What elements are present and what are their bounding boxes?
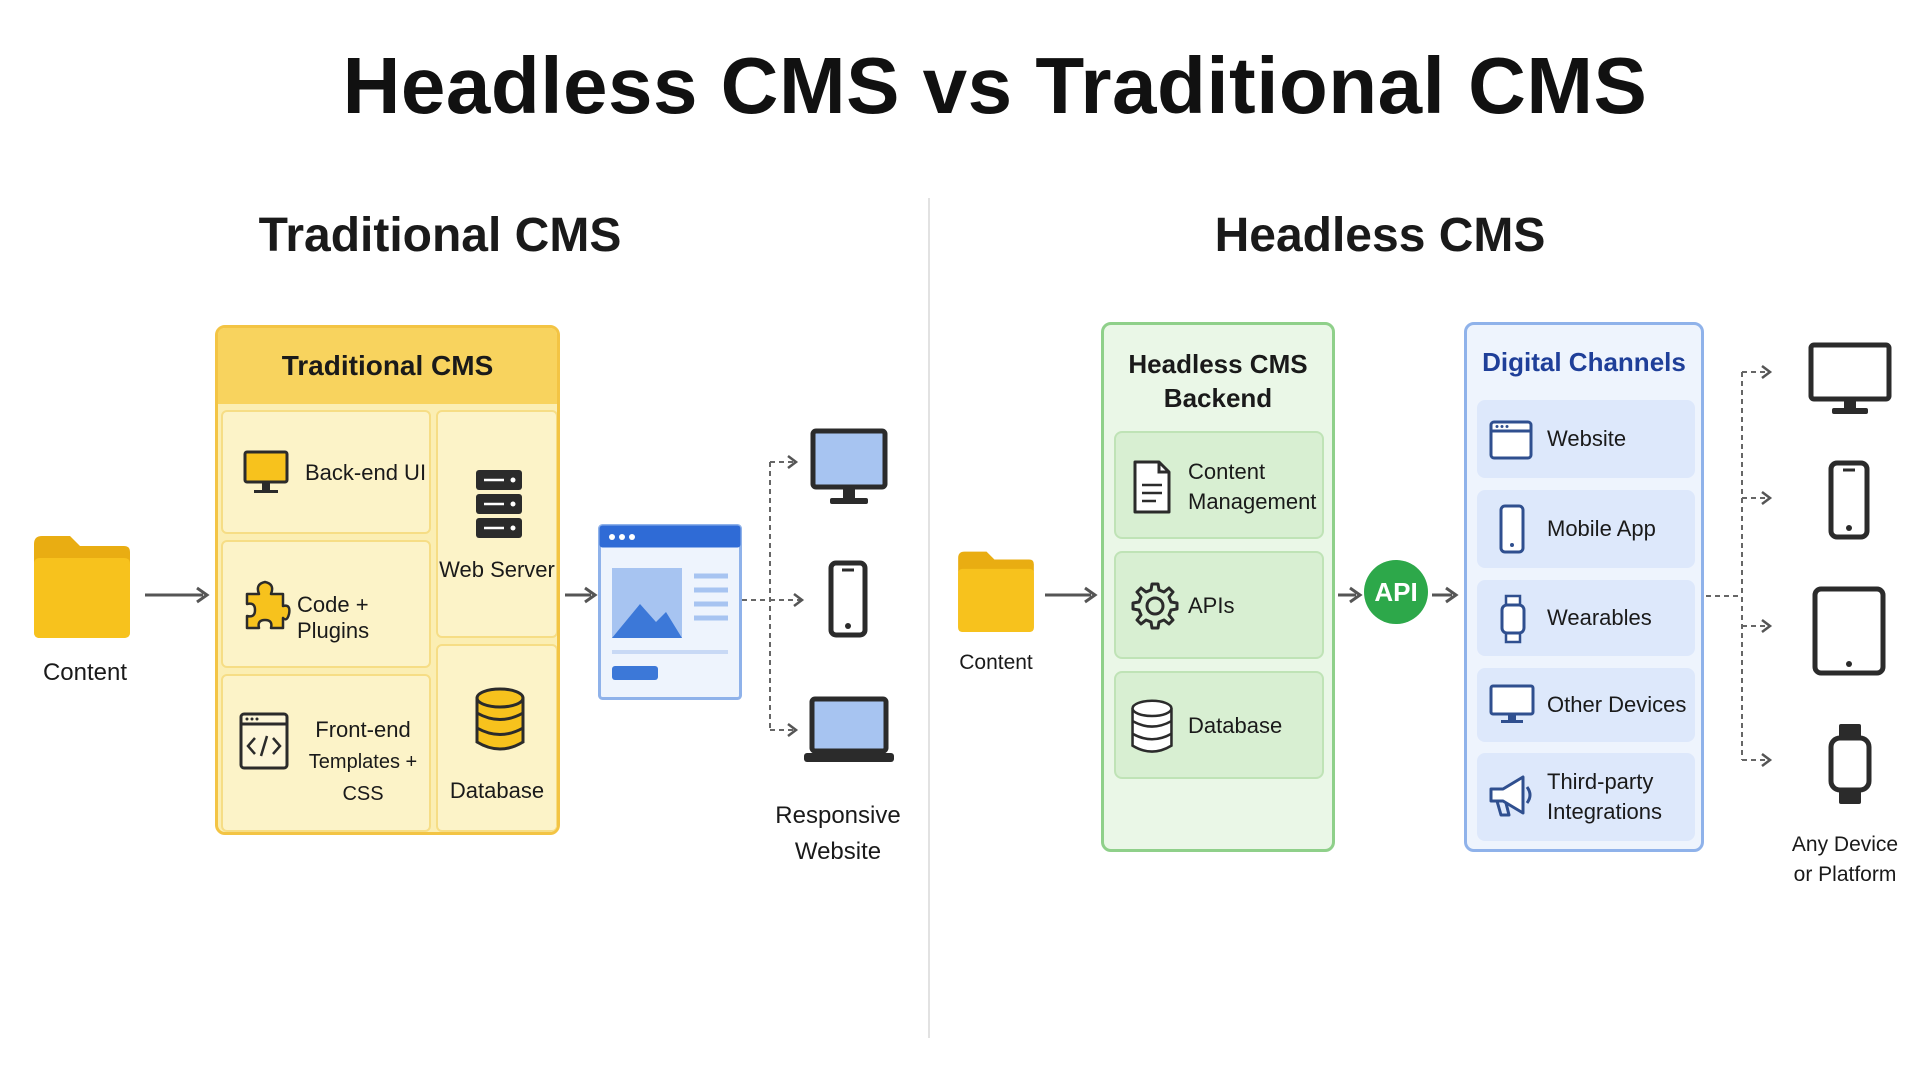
monitor-device-icon: [1489, 684, 1535, 723]
traditional-content-label: Content: [42, 659, 128, 686]
browser-window-icon: [598, 524, 742, 700]
laptop-icon: [804, 696, 894, 762]
traditional-cms-box-title: Traditional CMS: [218, 328, 557, 404]
gear-icon: [1131, 582, 1179, 630]
frontend-templates-label: Front-end Templates + CSS: [295, 714, 431, 810]
responsive-website-label: Responsive Website: [770, 798, 906, 870]
headless-backend-title: Headless CMS Backend: [1104, 347, 1332, 415]
headless-content-label: Content: [959, 651, 1033, 674]
headless-backend-title-line1: Headless CMS: [1128, 349, 1308, 379]
smartwatch-icon: [1500, 594, 1526, 644]
frontend-templates-cell: Front-end Templates + CSS: [221, 674, 431, 832]
content-management-line1: Content: [1188, 459, 1266, 484]
apis-cell: APIs: [1114, 551, 1324, 659]
web-server-cell: Web Server: [436, 410, 557, 638]
headless-backend-box: Headless CMS Backend Content Management …: [1101, 322, 1335, 852]
web-server-label: Web Server: [439, 557, 555, 582]
headless-database-cell: Database: [1114, 671, 1324, 779]
content-management-label: Content Management: [1188, 457, 1316, 517]
channel-third-party-line2: Integrations: [1547, 799, 1662, 824]
section-divider: [928, 198, 930, 1038]
channel-third-party-line1: Third-party: [1547, 769, 1654, 794]
dashed-distribution-headless: [1706, 365, 1773, 767]
backend-ui-label: Back-end UI: [305, 460, 427, 485]
database-label: Database: [449, 778, 545, 803]
frontend-label-line1: Front-end: [315, 717, 411, 742]
headless-folder-icon: [958, 551, 1034, 632]
digital-channels-title: Digital Channels: [1482, 347, 1686, 377]
document-icon: [1133, 460, 1171, 514]
arrow-backend-to-api: [1338, 586, 1363, 604]
code-plugins-label: Code + Plugins: [297, 592, 370, 643]
headless-backend-title-line2: Backend: [1163, 383, 1273, 413]
arrow-api-to-channels: [1432, 586, 1459, 604]
any-device-watch-icon: [1828, 724, 1872, 804]
arrow-content-to-backend: [1045, 586, 1098, 604]
content-management-line2: Management: [1188, 489, 1317, 514]
traditional-heading: Traditional CMS: [258, 209, 622, 262]
channel-wearables: Wearables: [1477, 580, 1695, 656]
api-badge: API: [1364, 560, 1428, 624]
code-file-icon: [239, 712, 289, 770]
digital-channels-box: Digital Channels Website Mobile App Wear…: [1464, 322, 1704, 852]
channel-third-party-label: Third-party Integrations: [1547, 767, 1662, 827]
any-device-line2: or Platform: [1793, 863, 1897, 886]
page-title: Headless CMS vs Traditional CMS: [342, 41, 1648, 130]
smartphone-icon: [828, 560, 868, 638]
folder-icon: [34, 536, 130, 638]
any-device-line1: Any Device: [1791, 833, 1899, 856]
database-cell: Database: [436, 644, 557, 832]
headless-database-icon: [1131, 699, 1173, 753]
channel-mobile-app-label: Mobile App: [1547, 516, 1656, 541]
code-plugins-cell: Code + Plugins: [221, 540, 431, 668]
channel-other-devices: Other Devices: [1477, 668, 1695, 742]
channel-mobile-app: Mobile App: [1477, 490, 1695, 568]
arrow-content-to-cms: [145, 586, 210, 604]
puzzle-piece-icon: [245, 580, 291, 630]
megaphone-icon: [1489, 775, 1532, 817]
server-icon: [476, 470, 522, 538]
frontend-label-line2: Templates + CSS: [308, 751, 418, 805]
responsive-website-line1: Responsive: [775, 802, 901, 829]
desktop-monitor-icon: [810, 428, 888, 504]
channel-third-party: Third-party Integrations: [1477, 753, 1695, 841]
arrow-cms-to-website: [565, 586, 598, 604]
traditional-cms-box: Traditional CMS Back-end UI Code + Plugi…: [215, 325, 560, 835]
any-device-label: Any Device or Platform: [1780, 830, 1910, 890]
any-device-phone-icon: [1828, 460, 1870, 540]
dashed-distribution-traditional: [742, 455, 805, 737]
channel-website-label: Website: [1547, 426, 1627, 451]
headless-database-label: Database: [1188, 713, 1283, 738]
channel-other-devices-label: Other Devices: [1547, 692, 1687, 717]
database-icon: [475, 687, 525, 751]
headless-heading: Headless CMS: [1214, 209, 1546, 262]
responsive-website-line2: Website: [794, 838, 882, 865]
channel-website: Website: [1477, 400, 1695, 478]
apis-label: APIs: [1188, 593, 1235, 618]
backend-ui-cell: Back-end UI: [221, 410, 431, 534]
monitor-icon: [243, 450, 289, 493]
any-device-monitor-icon: [1808, 342, 1892, 414]
mobile-phone-icon: [1499, 504, 1525, 554]
channel-wearables-label: Wearables: [1547, 605, 1652, 630]
any-device-tablet-icon: [1812, 586, 1886, 676]
browser-icon: [1489, 420, 1533, 460]
content-management-cell: Content Management: [1114, 431, 1324, 539]
